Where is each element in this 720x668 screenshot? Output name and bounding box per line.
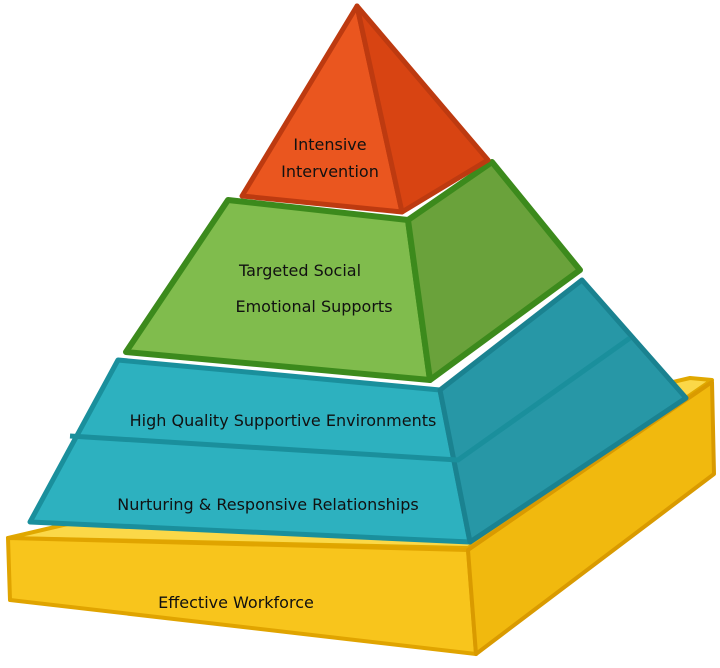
tier-intensive-label-line2: Intervention xyxy=(281,162,379,181)
tier-nurturing-label: Nurturing & Responsive Relationships xyxy=(117,495,418,514)
tier-targeted-front-face xyxy=(123,197,433,383)
tier-universal: High Quality Supportive Environments Nur… xyxy=(27,277,689,545)
tier-intensive-right-face xyxy=(354,3,491,215)
tier-universal-right-face xyxy=(437,277,689,545)
tier-targeted: Targeted Social Emotional Supports xyxy=(123,159,583,383)
tier-targeted-label-line1: Targeted Social xyxy=(238,261,361,280)
tier-targeted-label-line2: Emotional Supports xyxy=(235,297,392,316)
base-right-face xyxy=(466,380,716,656)
tier-intensive-label-line1: Intensive xyxy=(293,135,366,154)
tier-high-quality-label: High Quality Supportive Environments xyxy=(130,411,437,430)
tier-intensive: Intensive Intervention xyxy=(239,3,491,215)
tier-targeted-right-face xyxy=(405,159,583,383)
base-label: Effective Workforce xyxy=(158,593,314,612)
tier-universal-divider xyxy=(69,335,632,463)
tier-universal-front-face xyxy=(27,357,473,545)
